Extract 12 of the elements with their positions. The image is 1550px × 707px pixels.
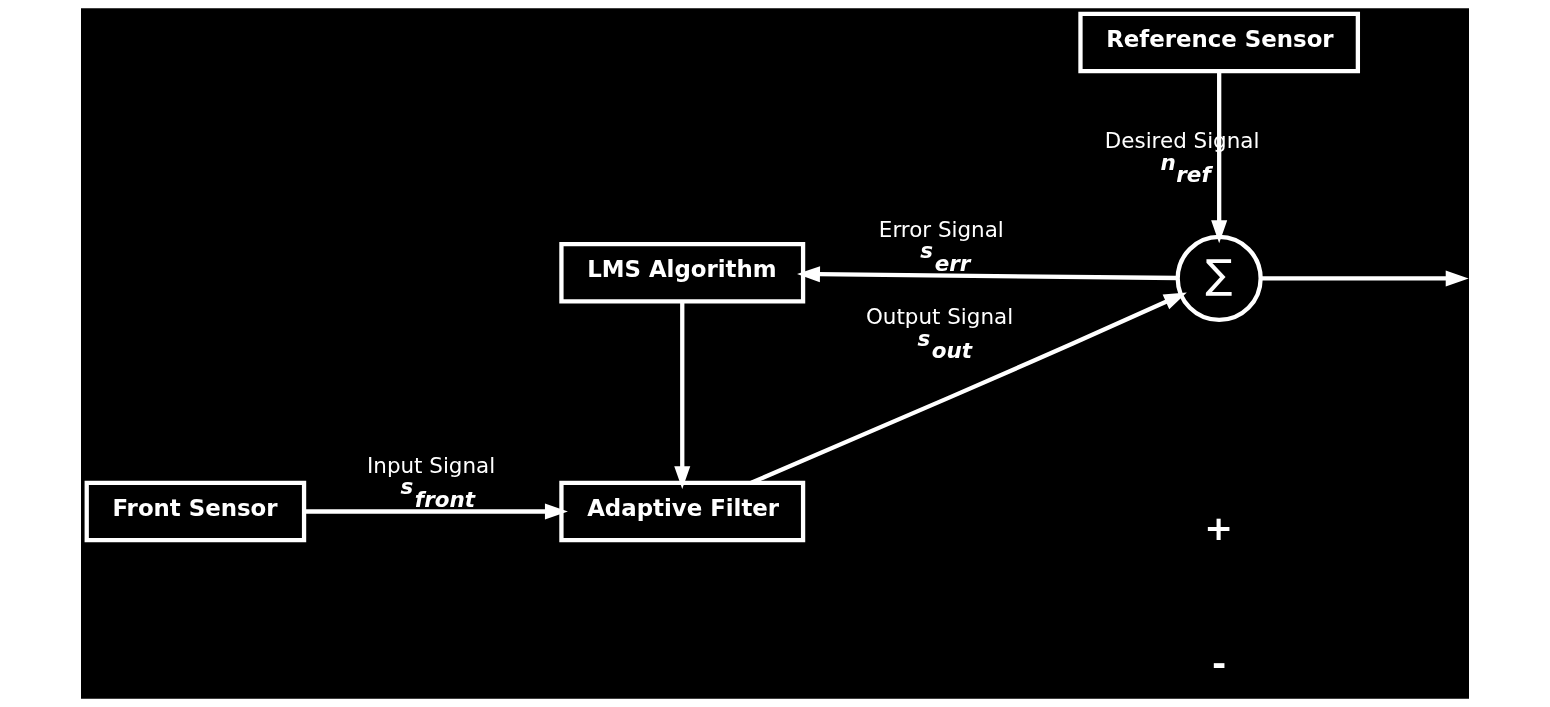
node-box: LMS Algorithm xyxy=(559,241,806,304)
label: + xyxy=(1204,508,1233,549)
label: - xyxy=(1212,642,1227,683)
arrow xyxy=(674,301,691,490)
arrow xyxy=(304,503,568,520)
node-circle: ∑ xyxy=(1175,234,1263,323)
node-box: Front Sensor xyxy=(84,480,307,543)
node-box: Reference Sensor xyxy=(1078,11,1360,74)
arrow xyxy=(797,266,1178,283)
arrow xyxy=(1261,270,1469,287)
node-box: Adaptive Filter xyxy=(559,480,806,543)
arrow xyxy=(1211,71,1228,244)
